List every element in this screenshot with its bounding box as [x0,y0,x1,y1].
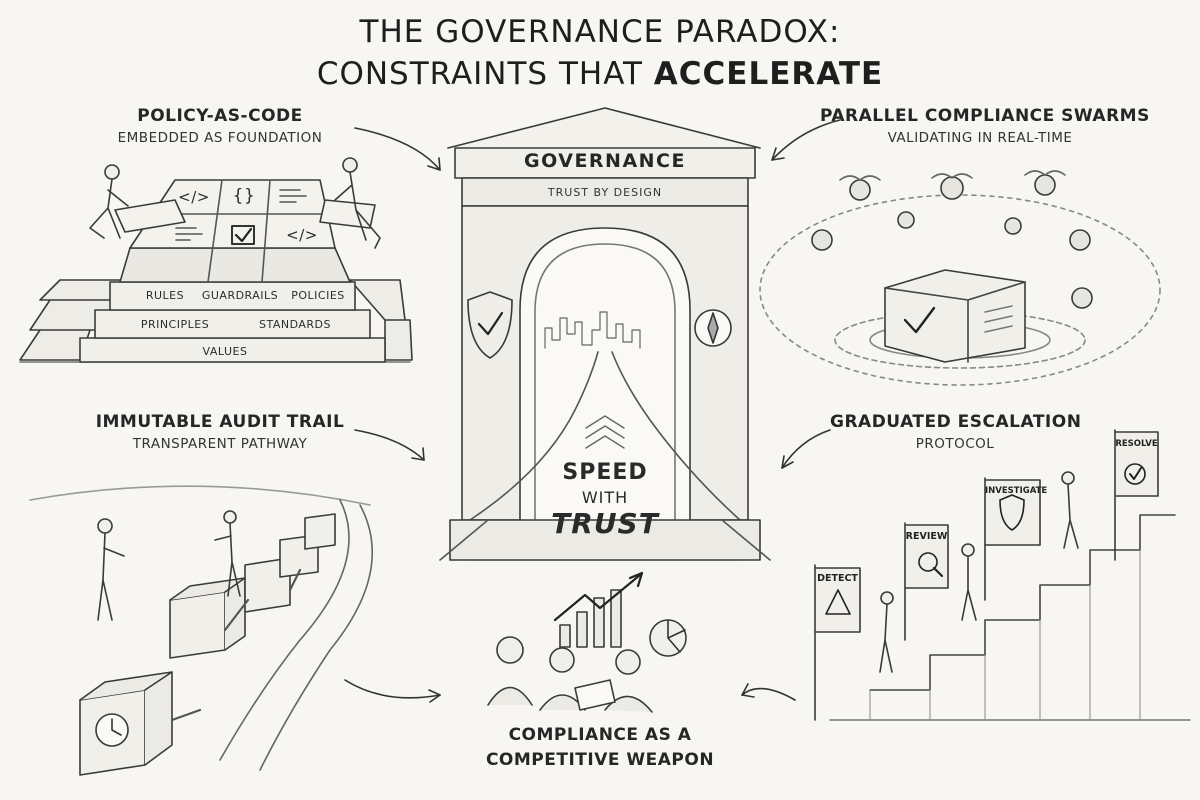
swarm-heading: PARALLEL COMPLIANCE SWARMS [820,106,1150,126]
gate-motto: TRUST BY DESIGN [547,186,663,199]
audit-subheading: TRANSPARENT PATHWAY [132,436,308,452]
title-line-2: CONSTRAINTS THAT ACCELERATE [0,56,1200,92]
competitive-line-2: COMPETITIVE WEAPON [485,750,715,770]
policy-pyramid [19,157,413,363]
step-resolve: RESOLVE [1115,439,1158,449]
swarm-subheading: VALIDATING IN REAL-TIME [887,130,1073,146]
layer-guardrails: GUARDRAILS [201,289,279,302]
flow-arrows [344,119,841,703]
step-review: REVIEW [905,531,948,542]
competitive-scene [487,571,687,713]
escalation-stairs [814,429,1191,721]
gate-name: GOVERNANCE [524,150,686,172]
speed-label: SPEED [562,460,648,485]
layer-rules: RULES [145,289,185,302]
policy-heading: POLICY-AS-CODE [137,106,303,126]
competitive-line-1: COMPLIANCE AS A [508,725,692,745]
step-investigate: INVESTIGATE [985,486,1048,496]
title-line-2-prefix: CONSTRAINTS THAT [316,56,654,92]
governance-gate [439,107,771,561]
escalation-subheading: PROTOCOL [915,436,995,452]
layer-standards: STANDARDS [259,318,331,331]
title-line-1: THE GOVERNANCE PARADOX: [359,14,841,50]
policy-subheading: EMBEDDED AS FOUNDATION [117,130,323,146]
layer-policies: POLICIES [291,289,345,302]
step-detect: DETECT [817,573,858,584]
code-block-1: </> [178,188,210,206]
with-label: WITH [581,488,629,507]
layer-principles: PRINCIPLES [140,318,210,331]
compliance-swarm [759,170,1161,386]
audit-heading: IMMUTABLE AUDIT TRAIL [95,412,345,432]
code-block-2: {} [232,186,256,206]
audit-trail [29,485,373,776]
escalation-heading: GRADUATED ESCALATION [830,412,1082,432]
layer-values: VALUES [202,345,248,358]
code-block-3: </> [286,226,318,244]
title-emphasis: ACCELERATE [653,56,884,92]
trust-label: TRUST [551,507,659,540]
